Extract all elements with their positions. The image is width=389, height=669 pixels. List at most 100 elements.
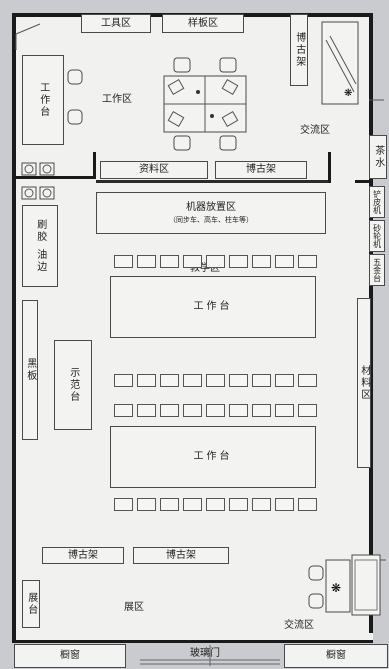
wall-right (369, 13, 373, 633)
partition-right-post (328, 152, 331, 183)
stool (252, 404, 271, 417)
stool (183, 404, 202, 417)
grinder-label: 砂轮机 (372, 224, 382, 248)
stool (137, 404, 156, 417)
chair (219, 135, 237, 151)
display-table: 展台 (22, 580, 40, 628)
window-right-label: 橱窗 (326, 650, 346, 662)
stool (252, 498, 271, 511)
chair (173, 135, 191, 151)
stool (137, 255, 156, 268)
materials-area-label: 资料区 (139, 164, 169, 176)
partition-left-post (93, 152, 96, 179)
exchange-top-label: 交流区 (300, 125, 330, 136)
grinder: 砂轮机 (369, 220, 385, 252)
hardware-counter-label: 五金台 (372, 258, 382, 282)
chair (219, 57, 237, 73)
shelf-bottom-1: 博古架 (42, 547, 124, 564)
work-area-label: 工作区 (102, 94, 132, 105)
monitor (167, 110, 185, 128)
blackboard: 黑板 (22, 300, 38, 440)
demo-table: 示范台 (54, 340, 92, 430)
partition-mid (96, 180, 328, 183)
stool (160, 404, 179, 417)
display-table-label: 展台 (25, 592, 37, 616)
skin-machine-label: 铲皮机 (372, 190, 382, 214)
stool (183, 374, 202, 387)
machine-area: 机器放置区 （同步车、高车、柱车等） (96, 192, 326, 234)
stool (137, 374, 156, 387)
skin-machine: 铲皮机 (369, 186, 385, 218)
stool (229, 498, 248, 511)
stool (298, 498, 317, 511)
door-swing-line (15, 23, 41, 35)
sofa (351, 554, 381, 616)
shelf-top-right: 博古架 (290, 14, 308, 86)
stool (298, 374, 317, 387)
stool (275, 255, 294, 268)
sink (39, 162, 55, 176)
stool (183, 255, 202, 268)
materials-area: 资料区 (100, 161, 208, 179)
glue-brush-label: 刷胶 (34, 219, 46, 243)
armchair (308, 593, 324, 609)
wall-bottom (12, 640, 373, 643)
shelf-mid: 博古架 (215, 161, 307, 179)
blackboard-label: 黑板 (24, 358, 36, 382)
shelf-bottom-2: 博古架 (133, 547, 229, 564)
workbench-center-1-label: 工作台 (193, 301, 233, 313)
hardware-counter: 五金台 (369, 254, 385, 286)
shelf-mid-label: 博古架 (246, 164, 276, 176)
plant-icon-bottom: ❋ (331, 581, 341, 595)
stool (114, 498, 133, 511)
exchange-bottom-label: 交流区 (284, 620, 314, 631)
stool (114, 404, 133, 417)
stool (183, 498, 202, 511)
tea-water: 茶水 (369, 135, 387, 179)
monitor (221, 110, 239, 128)
stool (137, 498, 156, 511)
armchair (308, 565, 324, 581)
stool (229, 374, 248, 387)
sink (39, 186, 55, 200)
workbench-left: 工作台 (22, 55, 64, 145)
window-right: 橱窗 (284, 644, 388, 668)
window-left-label: 橱窗 (60, 650, 80, 662)
glass-door-label: 玻璃门 (190, 648, 220, 659)
stool (206, 498, 225, 511)
partition-left-room (16, 176, 96, 179)
monitor (221, 78, 239, 96)
exhibit-area-label: 展区 (124, 602, 144, 613)
teaching-area-label: 教学区 (190, 263, 220, 274)
edge-oil-label: 油边 (34, 249, 46, 273)
wall-left (12, 13, 16, 643)
stool (229, 404, 248, 417)
shelf-bottom-2-label: 博古架 (166, 549, 196, 561)
workbench-left-label: 工作台 (37, 82, 49, 118)
workbench-center-2: 工作台 (110, 426, 316, 488)
workbench-center-2-label: 工作台 (193, 451, 233, 463)
shelf-bottom-1-label: 博古架 (68, 549, 98, 561)
chair (67, 109, 83, 125)
plant-icon: ❋ (344, 88, 352, 99)
tool-area: 工具区 (81, 14, 151, 33)
stool (252, 255, 271, 268)
demo-table-label: 示范台 (67, 367, 79, 403)
shelf-top-right-label: 博古架 (293, 32, 305, 68)
stool (275, 404, 294, 417)
tool-area-label: 工具区 (101, 17, 131, 29)
stool (160, 374, 179, 387)
chair (67, 69, 83, 85)
stool (275, 498, 294, 511)
stool (298, 255, 317, 268)
sample-area: 样板区 (162, 14, 244, 33)
coffee-table (325, 559, 351, 613)
chair (173, 57, 191, 73)
monitor (167, 78, 185, 96)
window-left: 橱窗 (14, 644, 126, 668)
stool (206, 374, 225, 387)
stool (160, 498, 179, 511)
machine-area-note: （同步车、高车、柱车等） (169, 216, 253, 225)
stool (252, 374, 271, 387)
